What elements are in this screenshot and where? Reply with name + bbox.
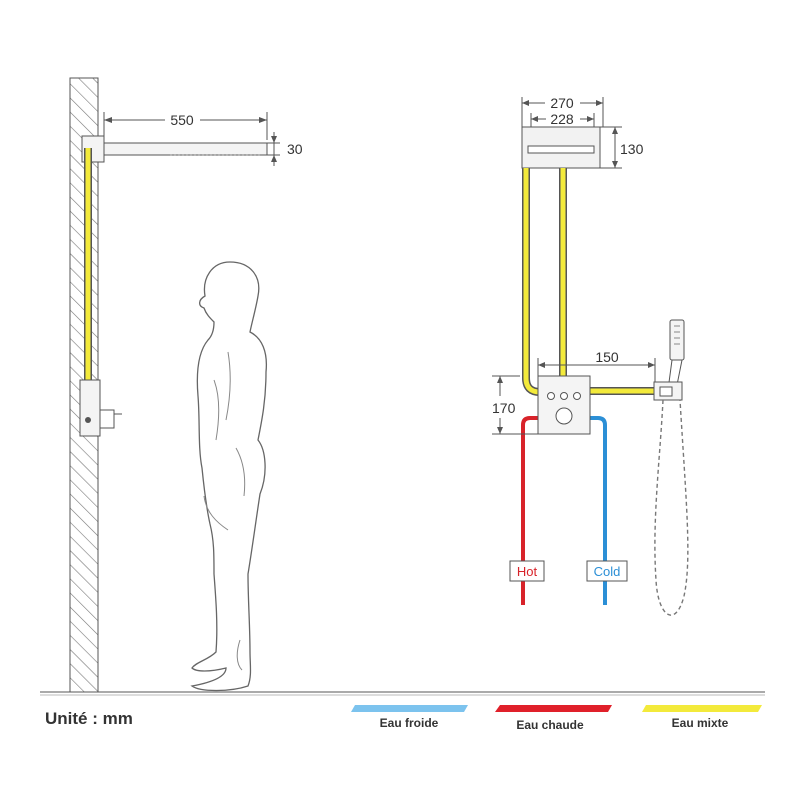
valve-button-1: [547, 392, 555, 400]
dimension-head-width-outer: 270: [521, 95, 604, 127]
legend-item-hot: Eau chaude: [495, 705, 612, 732]
legend-item-cold: Eau froide: [351, 705, 468, 730]
dimension-head-thickness: 30: [267, 132, 303, 166]
dimension-label-130: 130: [620, 141, 644, 157]
valve-button-2: [560, 392, 568, 400]
dimension-label-170: 170: [492, 400, 516, 416]
valve-button-3: [573, 392, 581, 400]
legend-label-hot: Eau chaude: [516, 718, 584, 732]
dimension-label-arm: 550: [170, 112, 194, 128]
legend-label-cold: Eau froide: [380, 716, 439, 730]
dimension-valve-height: 170: [492, 375, 538, 435]
side-view: 550 30: [40, 77, 765, 696]
hot-tag-label: Hot: [517, 564, 538, 579]
shower-hose: [654, 399, 689, 616]
dimension-arm-length: 550: [103, 112, 268, 140]
dimension-label-270: 270: [550, 95, 574, 111]
hot-water-pipe: [521, 416, 540, 605]
cold-pipe-tag: Cold: [586, 560, 628, 582]
thermostatic-valve: [537, 375, 591, 435]
dimension-head-width-inner: 228: [530, 111, 595, 127]
dimension-head-depth: 130: [600, 126, 644, 169]
hot-pipe-tag: Hot: [509, 560, 545, 582]
dimension-label-228: 228: [550, 111, 574, 127]
front-view: 270 228 130: [492, 95, 689, 616]
cold-water-pipe: [588, 416, 607, 605]
legend: Eau froide Eau chaude Eau mixte: [351, 705, 762, 732]
cold-tag-label: Cold: [594, 564, 621, 579]
legend-label-mixed: Eau mixte: [672, 716, 729, 730]
dimension-valve-to-holder: 150: [537, 349, 656, 382]
mixed-water-pipes: [522, 168, 655, 396]
dimension-label-thickness: 30: [287, 141, 303, 157]
dimension-label-150: 150: [595, 349, 619, 365]
valve-temperature-knob: [555, 407, 573, 425]
human-figure: [190, 261, 268, 692]
valve-box-side: [79, 379, 101, 437]
shower-arm: [103, 142, 268, 156]
legend-item-mixed: Eau mixte: [642, 705, 762, 730]
unit-label: Unité : mm: [45, 709, 133, 728]
hand-shower: [653, 319, 689, 616]
